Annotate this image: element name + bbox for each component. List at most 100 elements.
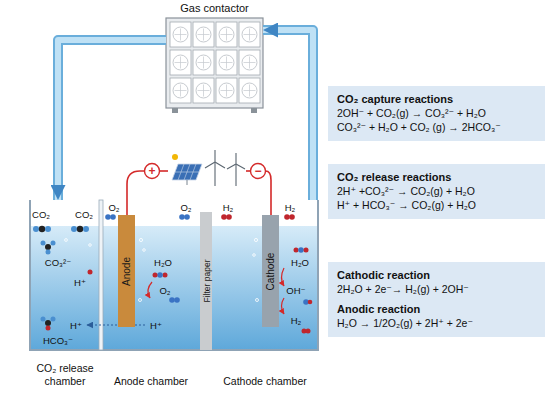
terminal-sign: + [148,165,155,177]
wire [160,170,169,172]
fan-unit [216,22,237,47]
chamber-region: Anode chamber Anode [103,200,199,398]
filter-paper: Filter paper [200,212,212,350]
solar-panel [172,164,202,180]
node-text: Anode [120,257,133,286]
sun-icon [172,154,178,160]
node-text: 2H₂O + 2e⁻→ H₂(g) + 2OH⁻ [337,282,536,296]
chamber-wall [99,200,103,350]
wire [127,171,145,215]
fan-blade [175,29,187,41]
fan-blade [221,29,233,41]
contactor-frame [166,18,263,108]
node-text: Cathode chamber [223,375,306,388]
fan-unit [170,78,191,103]
contactor-leg [172,108,178,113]
fan-unit [239,22,260,47]
panel-heading: CO₂ release reactions [337,170,536,184]
fan-blade [244,29,256,41]
fan-housing [170,78,191,103]
fan-unit [216,78,237,103]
h2-molecule [221,214,310,333]
species-label: H₂ [223,202,234,213]
species-label: H₂ [291,315,302,326]
species-label: CO₃²⁻ [45,257,71,268]
node-text: H⁺ + HCO₃⁻ → CO₂(g) + H₂O [337,198,536,212]
fan-blade [198,85,210,97]
fan-blade [198,57,210,69]
fan-ring [196,55,211,70]
fan-housing [216,50,237,75]
fan-housing [193,78,214,103]
species-label: O₂ [159,285,170,296]
fan-housing [216,22,237,47]
node-text: H₂O → 1/2O₂(g) + 2H⁺ + 2e⁻ [337,316,536,330]
node-text: CO₃²⁻ + H₂O + CO₂ (g) → 2HCO₃⁻ [337,120,536,134]
terminal-circle [251,164,266,179]
fan-ring [196,27,211,42]
pipe-outline [263,30,313,200]
gas-bubbles [65,238,259,301]
fan-housing [193,22,214,47]
node-text: CO₂ release chamber [30,362,100,388]
node-text: Anode chamber [114,375,188,388]
species-label: O₂ [180,202,191,213]
solar-grid [175,164,199,180]
panel-heading: CO₂ capture reactions [337,92,536,106]
fan-blade [244,85,256,97]
fan-ring [219,27,234,42]
terminal-sign: − [254,165,261,177]
fan-housing [216,78,237,103]
fan-unit [170,50,191,75]
panel-heading: Anodic reaction [337,302,536,316]
fan-ring [219,55,234,70]
fan-blade [198,29,210,41]
fan-housing [239,22,260,47]
migration-arrow [87,324,145,325]
reaction-panel: CO₂ capture reactions2OH⁻ + CO₂(g) → CO₃… [328,86,545,141]
species-label: O₂ [108,202,119,213]
fan-unit [239,78,260,103]
node-text: 2OH⁻ + CO₂(g) → CO₃²⁻ + H₂O [337,106,536,120]
node-text: Cathode [264,252,277,290]
wind-turbine [205,150,245,186]
species-label: CO₂ [32,209,50,220]
reaction-arrow [148,282,152,298]
fan-ring [196,83,211,98]
fan-blade [175,57,187,69]
node-text: 2H⁺ +CO₃²⁻ → CO₂(g) + H₂O [337,184,536,198]
species-label: HCO₃⁻ [43,335,73,346]
anode-electrode: Anode [118,215,135,327]
fan-housing [170,22,191,47]
panel-heading: Cathodic reaction [337,268,536,282]
terminal-circle [145,164,160,179]
fan-housing [239,50,260,75]
species-label: H⁺ [150,320,162,331]
fan-ring [219,83,234,98]
fan-ring [242,55,257,70]
fan-array [170,22,260,103]
cathode-electrode: Cathode [262,215,279,327]
fan-ring [173,55,188,70]
species-label: H⁺ [70,320,82,331]
fan-blade [221,85,233,97]
fan-ring [173,83,188,98]
node-text: Gas contactor [180,2,248,14]
fan-unit [216,50,237,75]
fan-unit [193,78,214,103]
fan-unit [239,50,260,75]
species-label: H⁺ [74,277,86,288]
panel-stand [187,180,188,185]
contactor-leg [251,108,257,113]
fan-unit [193,50,214,75]
chamber-region: Cathode chamber Cathode [212,200,318,398]
reaction-panel: CO₂ release reactions2H⁺ +CO₃²⁻ → CO₂(g)… [328,164,545,219]
species-label: CO₂ [75,209,93,220]
reaction-panel: Cathodic reaction2H₂O + 2e⁻→ H₂(g) + 2OH… [328,262,545,337]
fan-ring [242,83,257,98]
fan-housing [170,50,191,75]
species-label: OH⁻ [286,285,305,296]
gas-contactor: Gas contactor [166,2,263,110]
